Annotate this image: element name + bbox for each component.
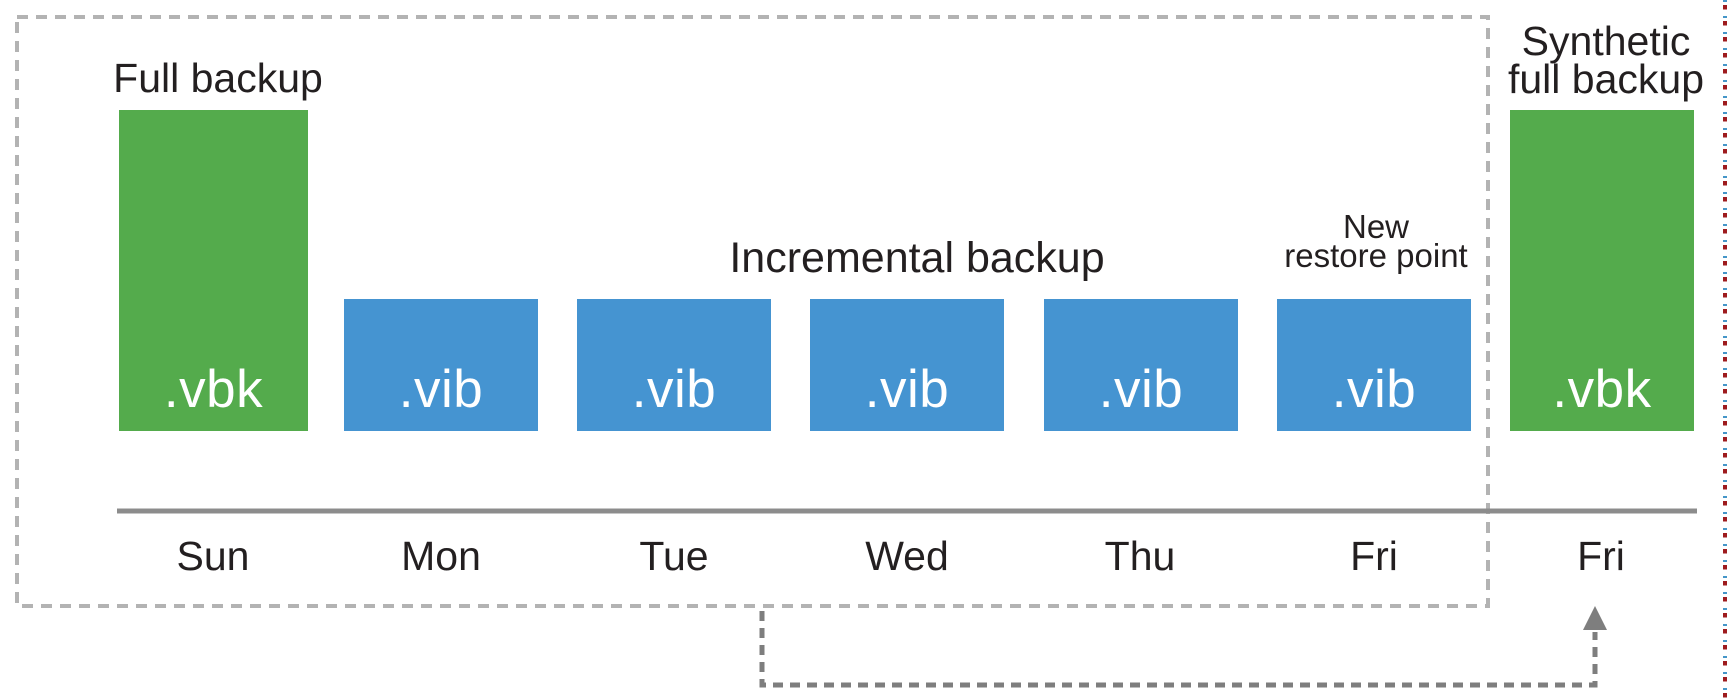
- new-restore-point-line2: restore point: [1284, 237, 1468, 274]
- day-label-fri-synthetic: Fri: [1577, 533, 1625, 579]
- day-label-thu: Thu: [1104, 533, 1176, 579]
- bar-fri-synthetic-full: .vbk: [1510, 110, 1694, 431]
- backup-chain-dashed-box: [15, 15, 1490, 608]
- incremental-backup-label: Incremental backup: [729, 234, 1105, 282]
- bar-file-label: .vbk: [163, 360, 264, 419]
- bar-sun-full-backup: .vbk: [119, 110, 308, 431]
- bar-file-label: .vib: [398, 360, 484, 419]
- bar-file-label: .vib: [1098, 360, 1184, 419]
- day-label-mon: Mon: [401, 533, 481, 579]
- synthetic-full-backup-label: Synthetic full backup: [1446, 18, 1730, 102]
- day-label-fri: Fri: [1350, 533, 1398, 579]
- bar-file-label: .vbk: [1552, 360, 1652, 419]
- synthetic-transform-arrow: [759, 611, 1598, 688]
- synthetic-full-backup-line1: Synthetic: [1521, 18, 1691, 64]
- day-label-wed: Wed: [865, 533, 949, 579]
- synthetic-full-backup-line2: full backup: [1507, 56, 1704, 102]
- bar-file-label: .vib: [864, 360, 950, 419]
- full-backup-label: Full backup: [113, 55, 323, 101]
- bar-fri-incremental: .vib: [1277, 299, 1471, 431]
- bar-wed-incremental: .vib: [810, 299, 1004, 431]
- bar-tue-incremental: .vib: [577, 299, 771, 431]
- new-restore-point-line1: New: [1342, 208, 1410, 245]
- arrowhead-up-icon: [1583, 606, 1607, 630]
- new-restore-point-label: New restore point: [1216, 208, 1536, 274]
- bar-thu-incremental: .vib: [1044, 299, 1238, 431]
- bar-mon-incremental: .vib: [344, 299, 538, 431]
- bar-file-label: .vib: [631, 360, 717, 419]
- day-label-tue: Tue: [639, 533, 709, 579]
- day-label-sun: Sun: [176, 533, 250, 579]
- bar-file-label: .vib: [1331, 360, 1417, 419]
